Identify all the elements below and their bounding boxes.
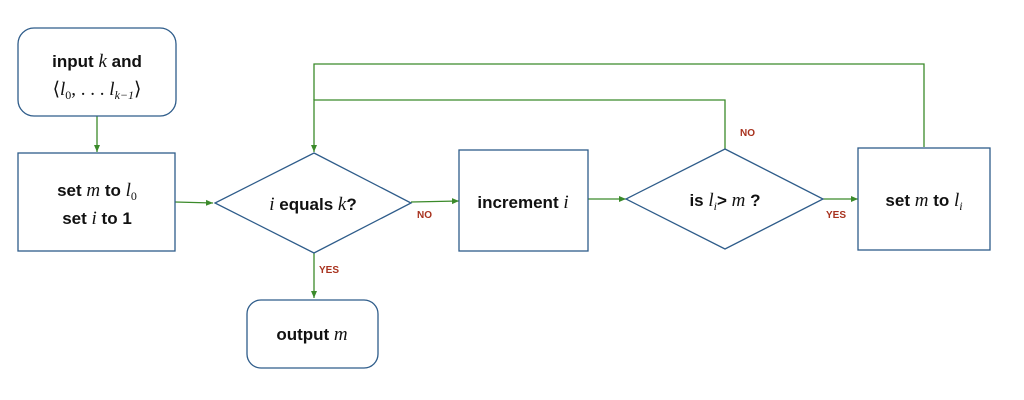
compare-var-l: l (708, 190, 713, 211)
input-ellipsis: , . . . (71, 79, 109, 100)
edge-label-compare-no: NO (740, 128, 755, 139)
input-word: input (52, 52, 94, 71)
input-var-lk: l (109, 79, 114, 100)
update-word-to: to (933, 191, 949, 210)
svg-text:input k and: input k and (52, 51, 142, 72)
node-output: output m (246, 299, 379, 369)
test-word-equals: equals (279, 195, 333, 214)
init-word-set1: set (57, 181, 82, 200)
node-input: input k and ⟨l0, . . . lk−1⟩ (17, 27, 177, 117)
input-var-l0: l (60, 79, 65, 100)
init-sub-0: 0 (131, 189, 137, 203)
edge-label-test-yes: YES (319, 265, 339, 276)
init-var-m: m (86, 180, 100, 201)
edge-update-loop (313, 63, 925, 147)
compare-op: > (717, 191, 727, 210)
edge-label-compare-yes: YES (826, 210, 846, 221)
increment-var-i: i (563, 192, 568, 213)
init-word-set2: set (62, 209, 87, 228)
edge-test-to-increment (410, 198, 460, 205)
svg-text:⟨l0, . . . lk−1⟩: ⟨l0, . . . lk−1⟩ (53, 79, 142, 102)
test-question: ? (346, 195, 356, 214)
svg-text:set i to 1: set i to 1 (62, 208, 132, 229)
update-var-l: l (954, 190, 959, 211)
edge-init-to-test (174, 199, 214, 206)
init-word-to1: to (105, 181, 121, 200)
node-update: set m to li (857, 147, 991, 251)
test-var-k: k (338, 194, 347, 215)
input-open-bracket: ⟨ (53, 79, 60, 100)
compare-question: ? (750, 191, 760, 210)
update-var-m: m (915, 190, 929, 211)
output-word: output (276, 325, 329, 344)
output-var-m: m (334, 324, 348, 345)
input-word-and: and (112, 52, 142, 71)
compare-word-is: is (689, 191, 703, 210)
svg-text:set m to l0: set m to l0 (57, 180, 137, 203)
input-sub-0: 0 (65, 88, 71, 102)
node-test-end: i equals k? (213, 152, 413, 254)
init-var-l: l (126, 180, 131, 201)
svg-text:i equals k?: i equals k? (269, 194, 356, 215)
input-sub-k1: k−1 (115, 88, 134, 102)
update-sub-i: i (959, 199, 962, 213)
node-init: set m to l0 set i to 1 (17, 152, 176, 252)
init-val-1: 1 (122, 209, 131, 228)
edge-label-test-no: NO (417, 210, 432, 221)
test-var-i: i (269, 194, 274, 215)
init-var-i: i (92, 208, 97, 229)
input-var-k: k (98, 51, 107, 72)
svg-text:output m: output m (276, 324, 347, 345)
svg-text:is li> m ?: is li> m ? (689, 190, 760, 213)
node-compare: is li> m ? (624, 148, 825, 250)
edge-compare-no-loop (311, 99, 726, 152)
increment-word: increment (477, 193, 559, 212)
compare-sub-i: i (714, 199, 717, 213)
input-close-bracket: ⟩ (134, 79, 141, 100)
node-increment: increment i (458, 149, 589, 252)
update-word-set: set (885, 191, 910, 210)
compare-var-m: m (732, 190, 746, 211)
svg-text:increment i: increment i (477, 192, 568, 213)
init-word-to2: to (102, 209, 118, 228)
svg-text:set m to li: set m to li (885, 190, 962, 213)
